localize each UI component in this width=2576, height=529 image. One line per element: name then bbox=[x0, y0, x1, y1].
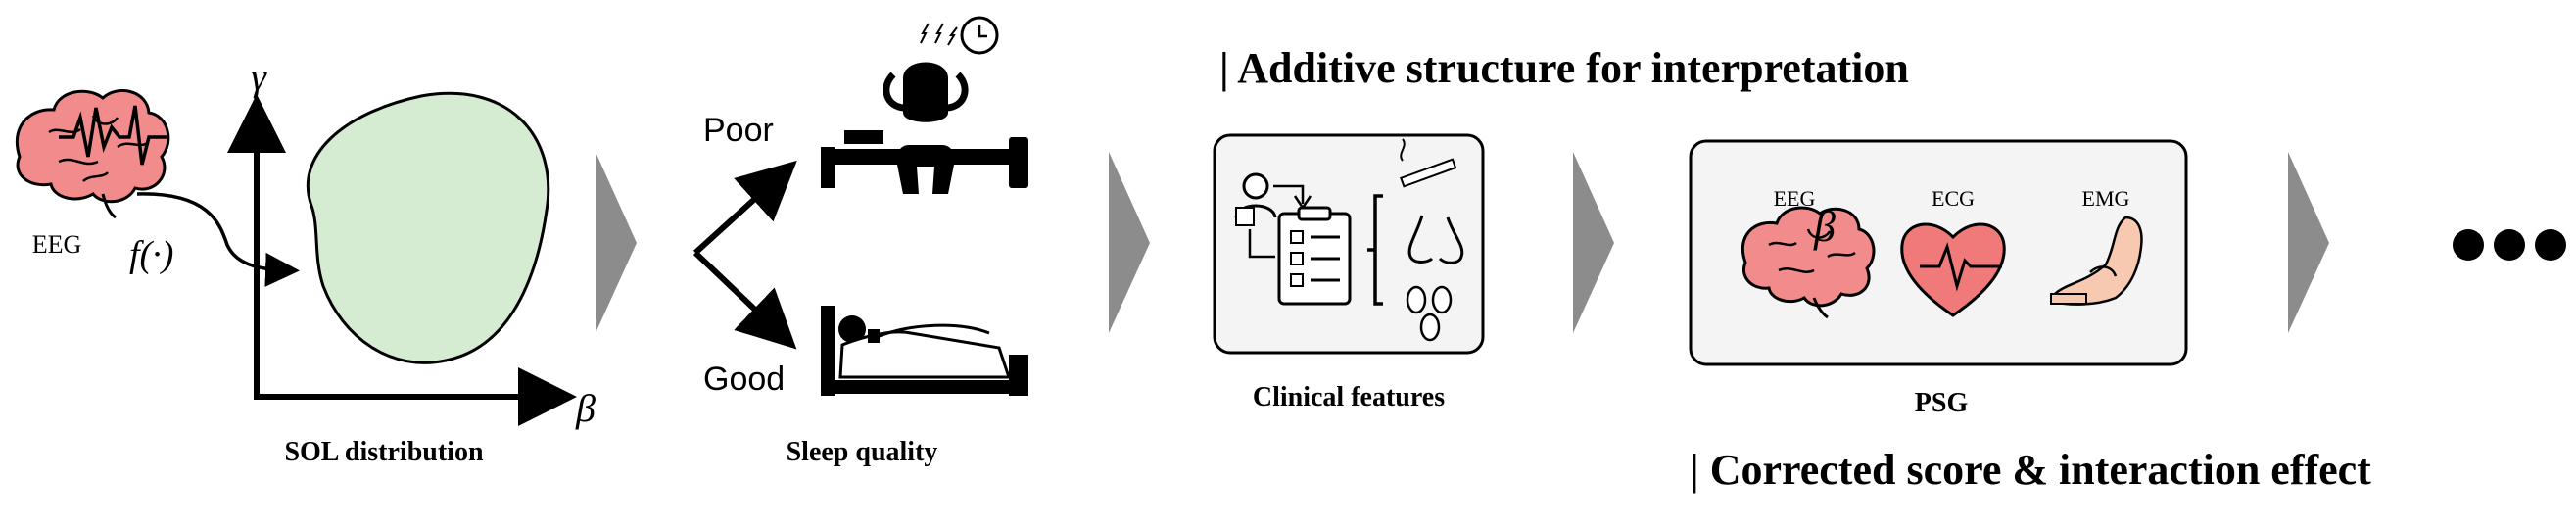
muscle-arm-icon bbox=[2050, 216, 2143, 306]
eeg-label: EEG bbox=[32, 230, 82, 259]
sol-distribution-blob bbox=[306, 91, 550, 364]
psg-ecg-label: ECG bbox=[1932, 186, 1975, 211]
flow-chevron bbox=[1573, 152, 1614, 333]
flow-chevron bbox=[2288, 152, 2329, 333]
nose-icon bbox=[1407, 215, 1464, 264]
flow-chevron bbox=[596, 152, 637, 333]
psg-brain-icon bbox=[1741, 206, 1876, 319]
psg-emg-label: EMG bbox=[2082, 186, 2130, 211]
clinician-checklist-icon bbox=[1234, 172, 1352, 306]
sol-caption: SOL distribution bbox=[284, 437, 484, 467]
good-sleep-icon bbox=[821, 306, 1028, 396]
x-axis-label: β bbox=[575, 386, 596, 430]
good-label: Good bbox=[703, 361, 785, 398]
bracket bbox=[1367, 194, 1383, 306]
additive-heading: | Additive structure for interpretation bbox=[1219, 44, 1909, 92]
heart-icon bbox=[1900, 222, 2006, 317]
branch-arrows bbox=[692, 160, 797, 350]
function-label: f(·) bbox=[129, 234, 173, 275]
eeg-brain-icon bbox=[15, 89, 170, 219]
y-axis-label: γ bbox=[251, 55, 267, 99]
clinical-caption: Clinical features bbox=[1253, 382, 1445, 412]
psg-eeg-label: EEG bbox=[1774, 186, 1816, 211]
poor-label: Poor bbox=[703, 112, 774, 149]
corrected-heading: | Corrected score & interaction effect bbox=[1690, 446, 2371, 494]
sol-chart bbox=[227, 91, 577, 426]
flow-chevron bbox=[1109, 152, 1150, 333]
psg-caption: PSG bbox=[1915, 388, 1969, 418]
sleep-quality-caption: Sleep quality bbox=[787, 437, 938, 467]
cigarette-icon bbox=[1400, 138, 1457, 188]
poor-sleep-icon bbox=[821, 16, 1028, 194]
coffee-beans-icon bbox=[1406, 285, 1453, 342]
psg-beta-mark: β bbox=[1813, 203, 1836, 251]
ellipsis-dots bbox=[2453, 229, 2566, 261]
